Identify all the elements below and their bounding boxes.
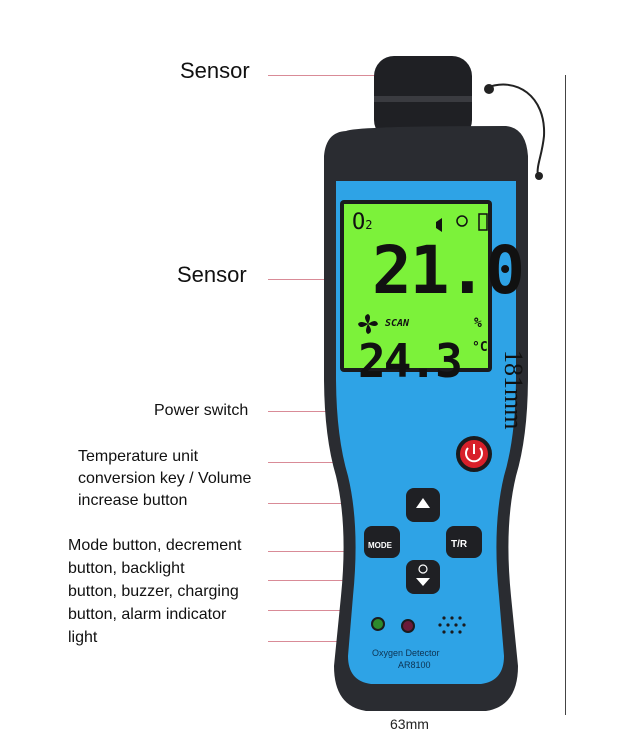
buzzer-grille [438,616,466,634]
tr-button [446,526,482,558]
label-temp-unit-2: conversion key / Volume [78,470,252,487]
up-arrow-icon [416,498,430,508]
leader-mode-3 [268,610,378,611]
cable-clip-icon [484,84,494,94]
down-arrow-icon [416,578,430,586]
label-mode-3: button, buzzer, charging [68,583,239,600]
bulb-icon [456,215,468,227]
label-mode-5: light [68,629,98,646]
lcd-percent-unit: % [474,316,482,331]
leader-sensor-top [268,75,426,76]
tr-button-label: T/R [451,539,468,550]
label-temp-unit-1: Temperature unit [78,448,199,465]
green-indicator-light [371,617,385,631]
oxygen-detector-device [324,56,546,711]
speaker-icon [436,218,442,232]
label-mode-2: button, backlight [68,560,185,577]
lcd-gas-label: O2 [352,210,373,235]
lanyard-cable [485,83,546,177]
label-sensor-top: Sensor [180,58,250,83]
red-indicator-light [401,619,415,633]
lcd-scan-label: SCAN [385,318,410,329]
device-name: Oxygen Detector [372,648,440,658]
width-dimension-label: 63mm [390,716,429,732]
fan-icon [358,314,378,334]
label-sensor-mid: Sensor [177,262,247,287]
device-model: AR8100 [398,660,431,670]
lcd-screen [344,204,488,368]
lcd-celsius-unit: °C [472,340,488,355]
label-mode-4: button, alarm indicator [68,606,227,623]
lcd-oxygen-reading: 21.0 [372,232,525,309]
battery-icon [478,213,488,231]
height-dimension-label: 181mm [499,350,528,430]
mode-button [364,526,400,558]
lcd-temperature-reading: 24.3 [358,334,463,388]
backlight-bulb-icon [418,564,428,574]
label-temp-unit-3: increase button [78,492,188,509]
label-power-switch: Power switch [154,402,249,419]
label-mode-1: Mode button, decrement [68,537,242,554]
down-button [406,560,440,594]
leader-sensor-mid [268,279,356,280]
height-dimension-line [565,75,566,715]
power-icon [465,447,483,463]
leader-mode-1 [268,551,368,552]
mode-button-label: MODE [368,541,392,550]
leader-mode-2 [268,580,416,581]
